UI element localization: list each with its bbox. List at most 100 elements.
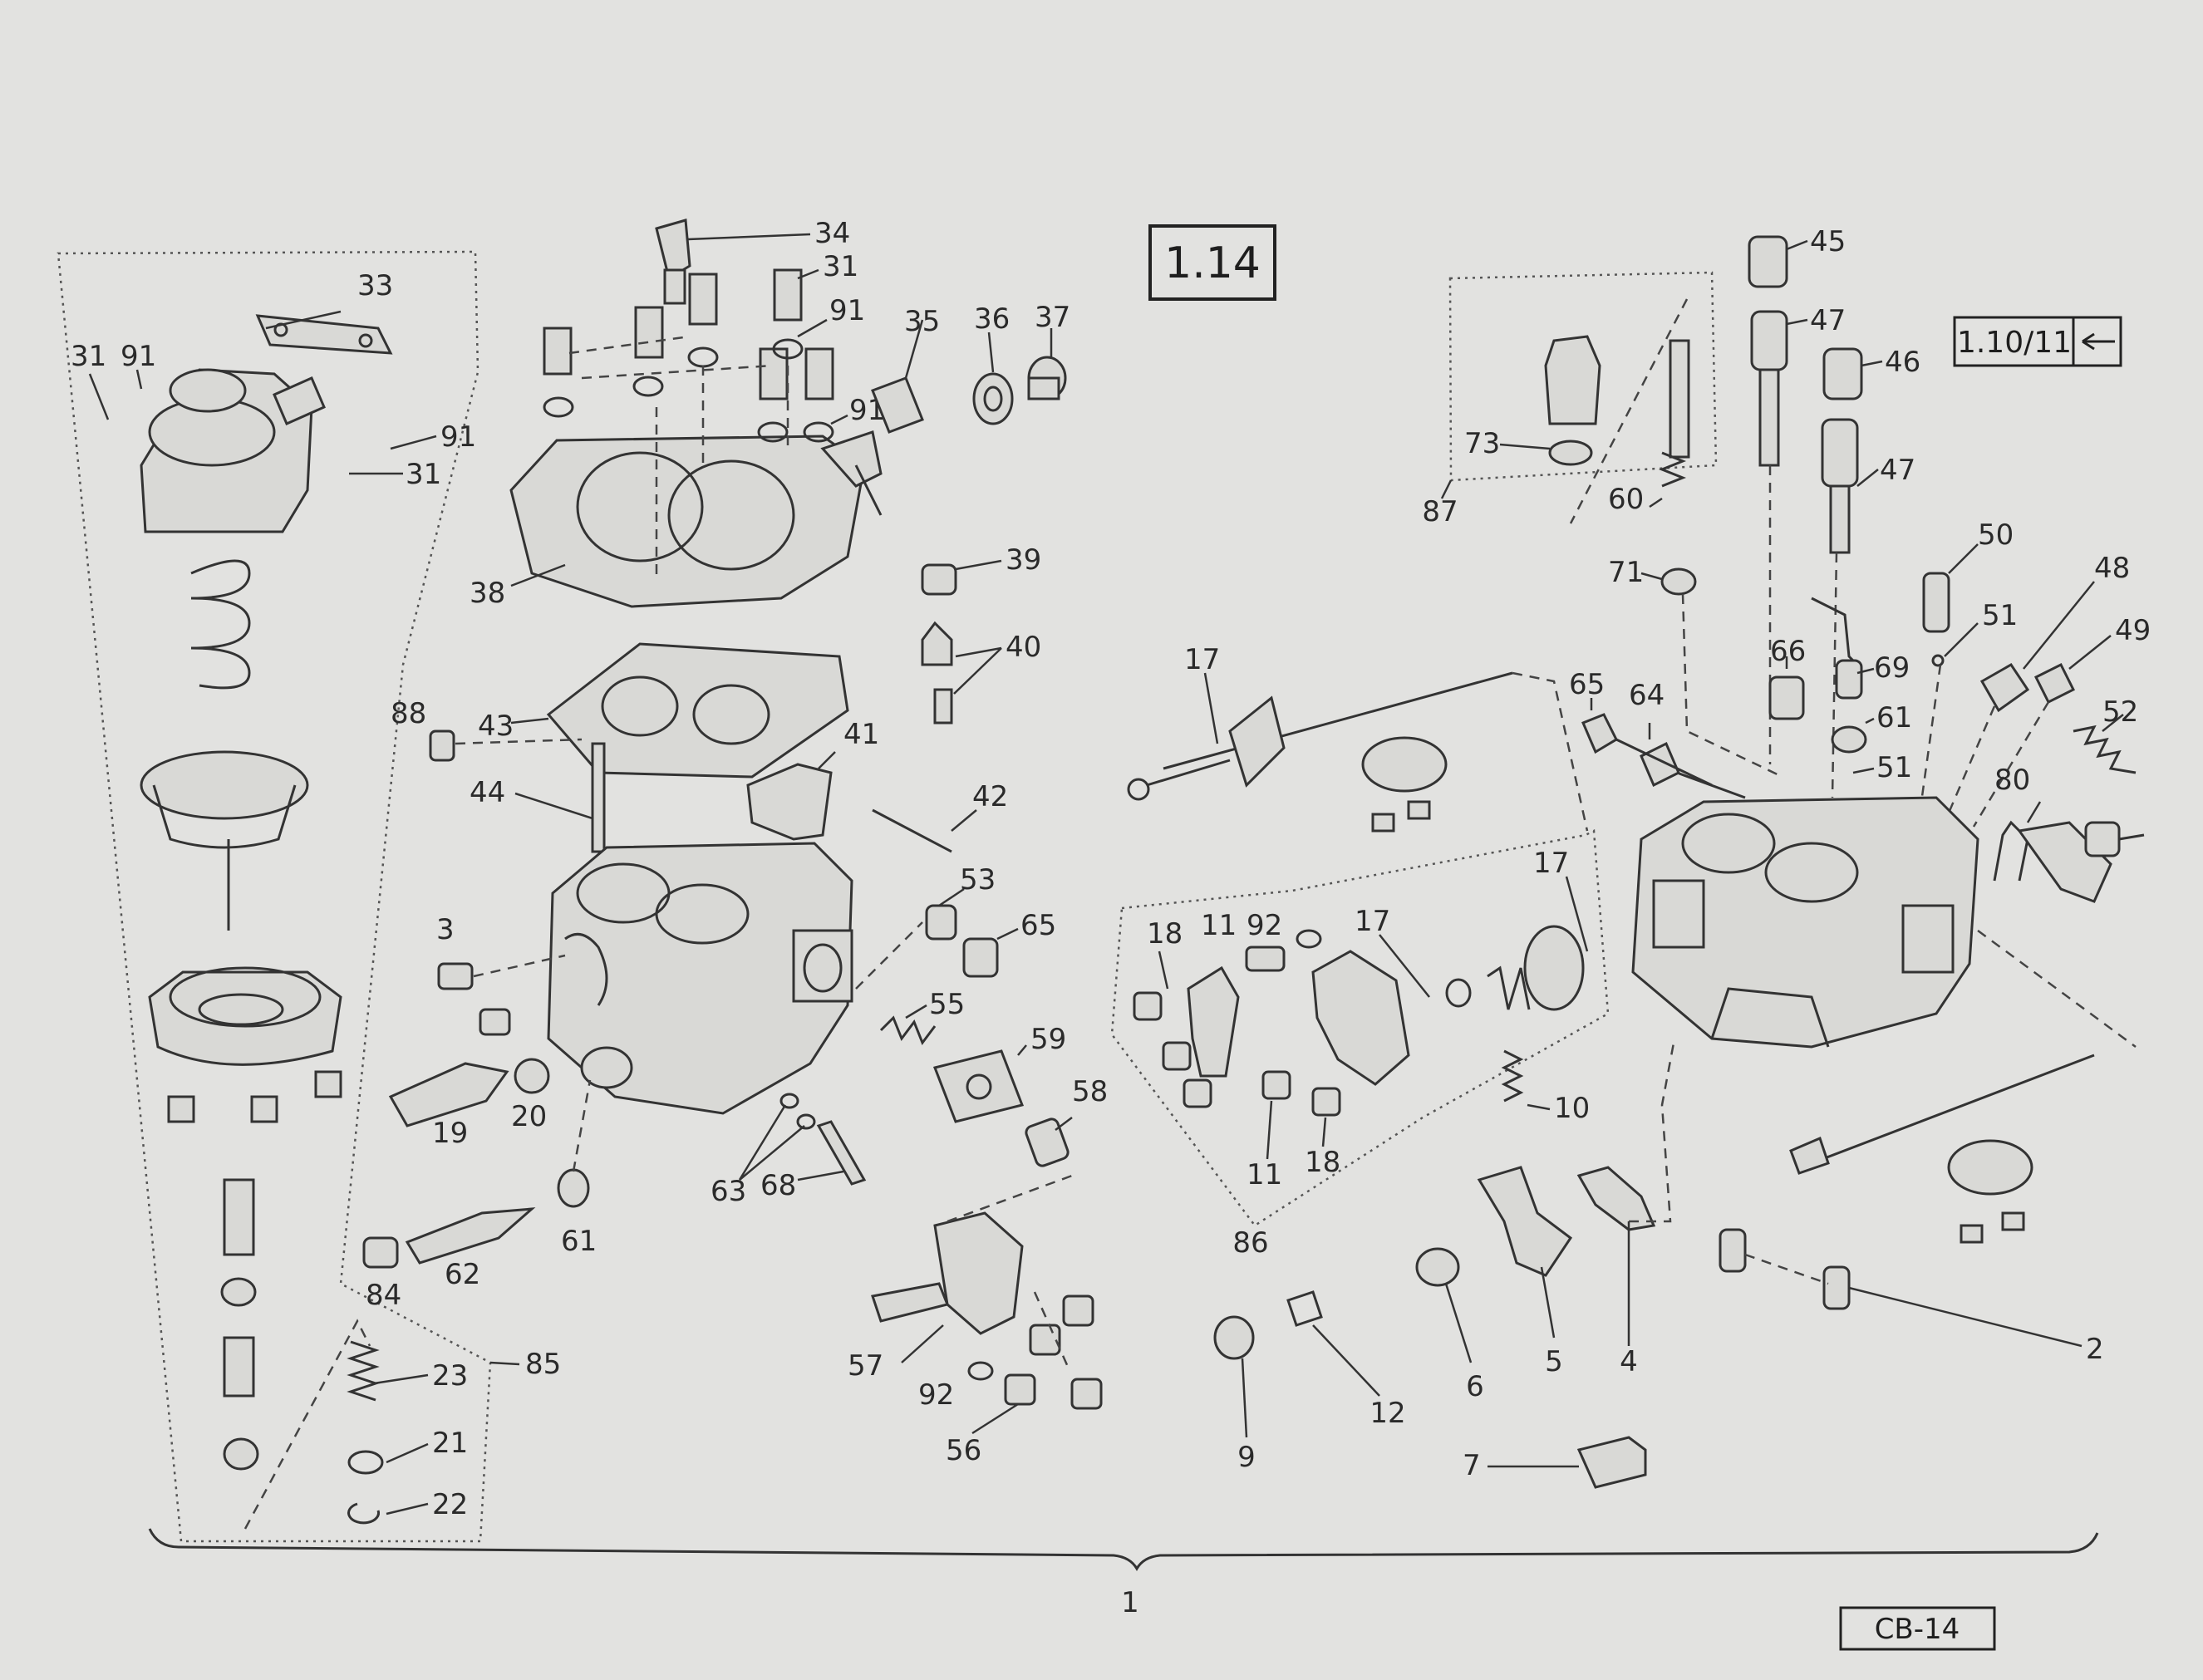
callout-17b: 17 (1355, 905, 1390, 938)
callout-39: 39 (1006, 543, 1041, 577)
subassembly-85-outline: 85 (57, 250, 561, 1543)
reference-label: 1.10/11 (1957, 326, 2072, 360)
housing-screws (167, 1070, 342, 1123)
reference-label-box: 1.10/11 (1953, 316, 2122, 367)
callout-61a: 61 (561, 1225, 597, 1258)
callout-87: 87 (1422, 495, 1458, 528)
callout-49: 49 (2115, 614, 2151, 647)
callout-2: 2 (2086, 1333, 2104, 1366)
diaphragm (140, 750, 309, 931)
subassembly-87-parts: 73 (1464, 298, 1690, 524)
callout-51b: 51 (1876, 751, 1912, 784)
callout-48: 48 (2094, 552, 2130, 585)
sheet-code: CB-14 (1875, 1613, 1960, 1646)
callout-85: 85 (525, 1348, 561, 1381)
callout-10: 10 (1554, 1092, 1590, 1125)
callout-42: 42 (972, 780, 1008, 813)
assembly-number: 1 (1121, 1586, 1139, 1619)
callout-31b: 31 (406, 458, 441, 491)
callout-40: 40 (1006, 631, 1041, 664)
choke-lever-80: 80 (1993, 764, 2145, 903)
bottom-center-parts: 9 12 10 6 5 4 7 (1213, 1038, 1676, 1489)
arrow-left-icon (2082, 332, 2115, 351)
callout-71: 71 (1608, 556, 1644, 589)
callout-22: 22 (432, 1488, 468, 1521)
idle-screws: 53 65 55 (855, 863, 1056, 1046)
callout-92a: 92 (918, 1378, 954, 1412)
callout-45: 45 (1810, 225, 1846, 258)
callout-18a: 18 (1147, 917, 1183, 951)
cover-callouts: 34 31 91 91 38 (470, 217, 885, 610)
subassembly-86-parts: 18 11 92 17 17 11 18 (1133, 847, 1589, 1191)
callout-92b: 92 (1247, 909, 1282, 942)
callout-73: 73 (1464, 427, 1500, 460)
callout-91a: 91 (120, 340, 156, 373)
callout-47a: 47 (1810, 304, 1846, 337)
parts-58-61-63-68: 58 61 63 68 (557, 1075, 1108, 1258)
callout-7: 7 (1463, 1449, 1481, 1482)
callout-11b: 11 (1247, 1158, 1282, 1191)
carburetor-body-left (547, 842, 853, 1115)
callout-41: 41 (843, 718, 879, 751)
needle-valve-parts: 39 40 (921, 543, 1041, 725)
callout-47b: 47 (1880, 454, 1915, 487)
callout-59: 59 (1030, 1023, 1066, 1056)
parts-84-62: 84 62 (362, 1207, 536, 1312)
callout-6: 6 (1466, 1370, 1484, 1403)
callout-61b: 61 (1876, 701, 1912, 734)
callout-35: 35 (904, 305, 940, 338)
callout-12: 12 (1369, 1397, 1405, 1430)
callout-18b: 18 (1305, 1146, 1340, 1179)
assembly-bracket: 1 (148, 1528, 2099, 1619)
callout-36: 36 (974, 302, 1010, 336)
callout-69: 69 (1874, 651, 1910, 685)
diaphragm-housing (148, 966, 342, 1066)
callout-44: 44 (470, 776, 505, 809)
accelerator-pump: 57 92 56 (848, 1174, 1103, 1467)
callout-56: 56 (946, 1434, 981, 1467)
callout-65a: 65 (1020, 909, 1056, 942)
callout-66: 66 (1770, 635, 1806, 668)
callout-80: 80 (1994, 764, 2030, 797)
callout-17c: 17 (1533, 847, 1569, 880)
tube-parts: 88 44 (391, 697, 606, 853)
callout-57: 57 (848, 1349, 883, 1383)
callout-64: 64 (1629, 679, 1665, 712)
callout-3: 3 (436, 913, 455, 946)
callout-65b: 65 (1569, 668, 1605, 701)
callout-5: 5 (1545, 1345, 1563, 1378)
callout-55: 55 (929, 988, 965, 1021)
callout-60: 60 (1608, 483, 1644, 516)
callout-51a: 51 (1982, 599, 2018, 632)
throttle-shaft-lower: 2 (1719, 929, 2137, 1366)
callout-11a: 11 (1201, 909, 1237, 942)
callout-4: 4 (1620, 1345, 1638, 1378)
callout-20: 20 (511, 1100, 547, 1133)
callout-63: 63 (711, 1175, 746, 1208)
small-spring-set (243, 1319, 384, 1530)
left-callouts: 33 31 91 91 31 23 21 22 (71, 269, 476, 1521)
subassembly-87-outline: 87 (1422, 271, 1718, 528)
carburetor-body-right (1512, 671, 1979, 1049)
callout-31a: 31 (71, 340, 106, 373)
right-small-parts: 50 51 48 49 52 (1918, 518, 2151, 828)
right-center-parts: 66 69 61 51 65 64 (1569, 597, 1912, 799)
callout-37: 37 (1035, 301, 1070, 334)
carburetor-cover (509, 430, 883, 608)
section-label-box: 1.14 (1148, 224, 1276, 301)
throttle-shaft-upper: 17 (1127, 643, 1513, 833)
gasket-plate (255, 314, 393, 355)
callout-62: 62 (445, 1258, 480, 1291)
callout-68: 68 (760, 1169, 796, 1202)
callout-31c: 31 (823, 250, 858, 283)
solenoid-41: 41 (746, 718, 879, 841)
plate-59: 59 (932, 1023, 1066, 1123)
subassembly-86-outline: 86 (1110, 829, 1610, 1260)
callout-33: 33 (357, 269, 393, 302)
callout-43: 43 (478, 710, 514, 743)
callout-21: 21 (432, 1427, 468, 1460)
diaphragm-cover (140, 368, 326, 533)
callout-53: 53 (960, 863, 996, 896)
callout-84: 84 (366, 1279, 401, 1312)
